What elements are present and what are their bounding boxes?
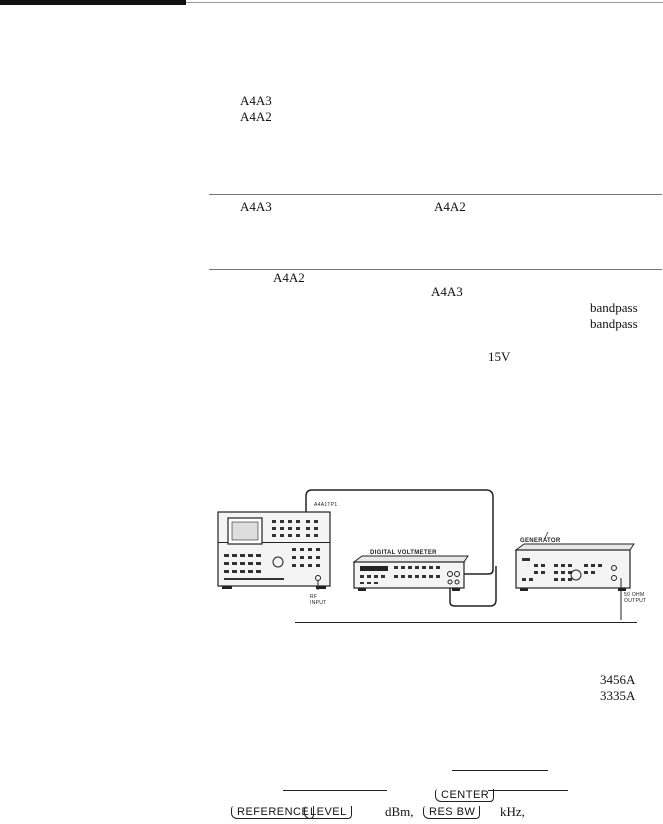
- text-bandpass-2: bandpass: [590, 316, 638, 331]
- divider-1: [209, 194, 662, 195]
- res-bw-key[interactable]: RES BW: [423, 806, 481, 819]
- text-a4a2-3: A4A2: [273, 270, 305, 285]
- text-a4a3-1: A4A3: [240, 93, 272, 108]
- signal-generator: [514, 543, 635, 591]
- figure-rule: [295, 622, 637, 623]
- digital-voltmeter: [352, 555, 469, 591]
- text-a4a2-1: A4A2: [240, 109, 272, 124]
- text-a4a3-3: A4A3: [431, 284, 463, 299]
- text-a4a3-2: A4A3: [240, 199, 272, 214]
- label-out-1: 50 OHM: [624, 592, 644, 598]
- text-a4a2-2: A4A2: [434, 199, 466, 214]
- label-gen: GENERATOR: [520, 538, 561, 544]
- text-model-2: 3335A: [600, 688, 636, 703]
- underline-1: [452, 770, 548, 771]
- label-dvm: DIGITAL VOLTMETER: [370, 550, 437, 556]
- label-out-2: OUTPUT: [624, 598, 646, 604]
- text-voltage: 15V: [488, 349, 511, 364]
- reference-key[interactable]: REFERENCE: [231, 806, 315, 819]
- text-khz: kHz,: [500, 804, 525, 819]
- level-key[interactable]: LEVEL: [304, 806, 352, 819]
- cable-tp: [305, 489, 494, 575]
- text-model-1: 3456A: [600, 672, 636, 687]
- label-rf-1: RF: [310, 594, 317, 600]
- underline-2: [283, 790, 387, 791]
- text-dbm: dBm,: [385, 804, 414, 819]
- center-key[interactable]: CENTER: [435, 789, 495, 802]
- underline-3: [488, 790, 568, 791]
- text-bandpass-1: bandpass: [590, 300, 638, 315]
- header-bar: [0, 0, 186, 5]
- header-rule: [186, 2, 663, 3]
- setup-figure: A4A1TP1 DIGITAL VOLTMETER GENERATOR RF I…: [217, 489, 646, 620]
- label-tp: A4A1TP1: [314, 502, 338, 508]
- label-rf-2: INPUT: [310, 600, 327, 606]
- spectrum-analyzer: [217, 511, 331, 589]
- divider-2: [209, 269, 662, 270]
- cable-dvm-loop: [449, 566, 497, 607]
